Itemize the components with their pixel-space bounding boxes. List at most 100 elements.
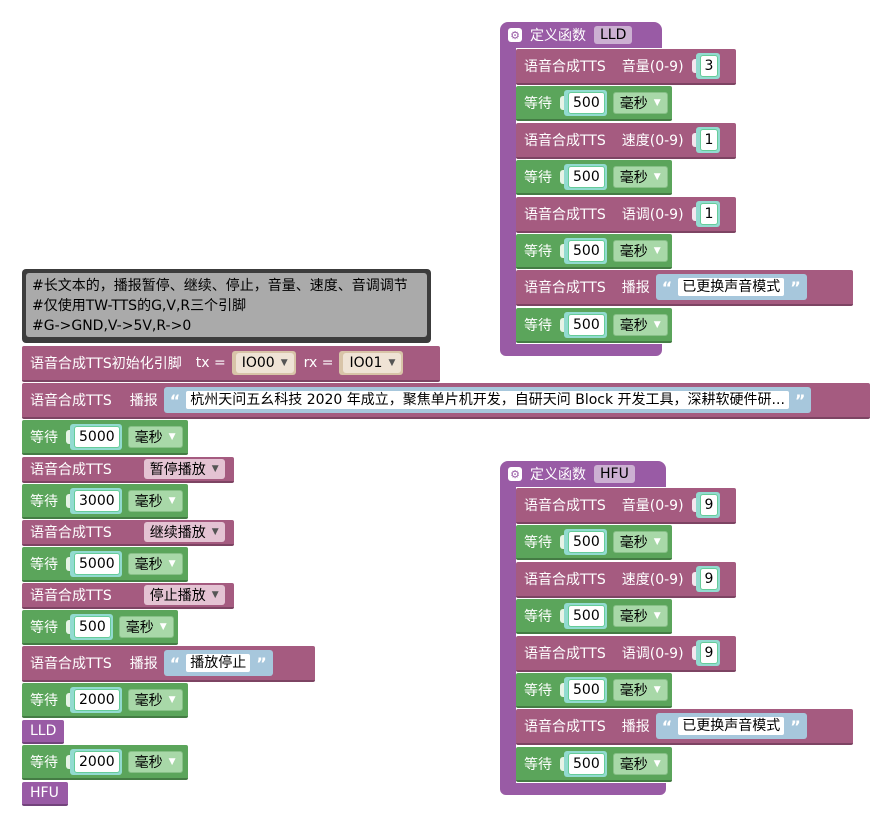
- tts-init-block[interactable]: 语音合成TTS初始化引脚 tx = IO00▼ rx = IO01▼: [22, 346, 440, 382]
- wait-block[interactable]: 等待 3000 毫秒▼: [22, 484, 188, 519]
- unit-dropdown[interactable]: 毫秒▼: [127, 489, 183, 512]
- wait-block[interactable]: 等待 5000 毫秒▼: [22, 420, 188, 455]
- text-input[interactable]: “ 已更换声音模式 ”: [655, 713, 807, 739]
- function-name-hfu[interactable]: HFU: [594, 465, 635, 483]
- wait-value-input[interactable]: 5000: [74, 552, 120, 575]
- call-lld-block[interactable]: LLD: [22, 720, 64, 744]
- tone-label: 语调(0-9): [621, 646, 684, 662]
- wait-block[interactable]: 等待 500 毫秒▼: [516, 747, 672, 782]
- tts-speed-block[interactable]: 语音合成TTS 速度(0-9) 9: [516, 562, 736, 598]
- tts-speak-block[interactable]: 语音合成TTS 播报 “ 已更换声音模式 ”: [516, 709, 853, 745]
- chevron-down-icon: ▼: [168, 495, 176, 506]
- function-footer: [500, 783, 666, 795]
- unit-dropdown[interactable]: 毫秒▼: [127, 688, 183, 711]
- action-dropdown[interactable]: 停止播放▼: [143, 585, 225, 605]
- tone-input[interactable]: 1: [699, 203, 719, 225]
- unit-dropdown[interactable]: 毫秒▼: [612, 91, 668, 114]
- tts-volume-block[interactable]: 语音合成TTS 音量(0-9) 9: [516, 488, 736, 524]
- wait-value-input[interactable]: 2000: [74, 688, 120, 711]
- wait-label: 等待: [524, 95, 552, 112]
- wait-value-input[interactable]: 500: [568, 91, 605, 114]
- wait-block[interactable]: 等待 500 毫秒▼: [516, 525, 672, 560]
- text-input[interactable]: “ 已更换声音模式 ”: [655, 274, 807, 300]
- wait-value-input[interactable]: 500: [568, 313, 605, 336]
- define-function-hfu[interactable]: ⚙ 定义函数 HFU: [500, 461, 666, 487]
- tts-tone-block[interactable]: 语音合成TTS 语调(0-9) 9: [516, 636, 736, 672]
- wait-value-input[interactable]: 500: [568, 604, 605, 627]
- define-label: 定义函数: [530, 467, 586, 483]
- wait-block[interactable]: 等待 500 毫秒▼: [22, 610, 178, 645]
- volume-input[interactable]: 9: [699, 494, 719, 516]
- wait-block[interactable]: 等待 2000 毫秒▼: [22, 745, 188, 780]
- unit-dropdown[interactable]: 毫秒▼: [612, 604, 668, 627]
- wait-value-input[interactable]: 500: [74, 615, 111, 638]
- tts-stop-block[interactable]: 语音合成TTS 停止播放▼: [22, 583, 234, 609]
- call-hfu-block[interactable]: HFU: [22, 782, 68, 806]
- speed-input[interactable]: 1: [699, 129, 719, 151]
- comment-text[interactable]: #长文本的，播报暂停、继续、停止，音量、速度、音调调节 #仅使用TW-TTS的G…: [26, 273, 427, 337]
- unit-dropdown[interactable]: 毫秒▼: [118, 615, 174, 638]
- wait-label: 等待: [30, 493, 58, 510]
- wait-value-input[interactable]: 500: [568, 678, 605, 701]
- unit-dropdown[interactable]: 毫秒▼: [612, 678, 668, 701]
- text-input[interactable]: “ 播放停止 ”: [163, 650, 273, 676]
- tts-resume-block[interactable]: 语音合成TTS 继续播放▼: [22, 520, 234, 546]
- rx-pin-dropdown[interactable]: IO01▼: [343, 353, 402, 373]
- tts-volume-block[interactable]: 语音合成TTS 音量(0-9) 3: [516, 49, 736, 85]
- chevron-down-icon: ▼: [211, 464, 219, 474]
- wait-label: 等待: [30, 556, 58, 573]
- tts-pause-block[interactable]: 语音合成TTS 暂停播放▼: [22, 457, 234, 483]
- wait-block[interactable]: 等待 500 毫秒▼: [516, 673, 672, 708]
- tts-speak-block[interactable]: 语音合成TTS 播报 “ 已更换声音模式 ”: [516, 270, 853, 306]
- wait-value-input[interactable]: 500: [568, 530, 605, 553]
- wait-value-input[interactable]: 3000: [74, 489, 120, 512]
- wait-block[interactable]: 等待 500 毫秒▼: [516, 308, 672, 343]
- define-function-lld[interactable]: ⚙ 定义函数 LLD: [500, 22, 662, 48]
- define-label: 定义函数: [530, 28, 586, 44]
- tts-speak-block[interactable]: 语音合成TTS 播报 “ 杭州天问五幺科技 2020 年成立，聚焦单片机开发，自…: [22, 383, 870, 419]
- wait-block[interactable]: 等待 500 毫秒▼: [516, 86, 672, 121]
- tts-tone-block[interactable]: 语音合成TTS 语调(0-9) 1: [516, 197, 736, 233]
- wait-block[interactable]: 等待 5000 毫秒▼: [22, 547, 188, 582]
- text-input[interactable]: “ 杭州天问五幺科技 2020 年成立，聚焦单片机开发，自研天问 Block 开…: [163, 387, 812, 413]
- quote-close-icon: ”: [790, 277, 801, 297]
- text-value[interactable]: 播放停止: [186, 654, 251, 672]
- action-dropdown[interactable]: 暂停播放▼: [143, 459, 225, 479]
- comment-block[interactable]: #长文本的，播报暂停、继续、停止，音量、速度、音调调节 #仅使用TW-TTS的G…: [22, 269, 431, 343]
- unit-dropdown[interactable]: 毫秒▼: [612, 165, 668, 188]
- volume-input[interactable]: 3: [699, 55, 719, 77]
- wait-value-input[interactable]: 500: [568, 752, 605, 775]
- tone-input[interactable]: 9: [699, 642, 719, 664]
- gear-icon[interactable]: ⚙: [508, 467, 522, 481]
- speak-label: 播报: [621, 280, 650, 296]
- gear-icon[interactable]: ⚙: [508, 28, 522, 42]
- unit-dropdown[interactable]: 毫秒▼: [127, 552, 183, 575]
- wait-block[interactable]: 等待 2000 毫秒▼: [22, 683, 188, 718]
- wait-value-input[interactable]: 5000: [74, 425, 120, 448]
- unit-dropdown[interactable]: 毫秒▼: [127, 425, 183, 448]
- unit-dropdown[interactable]: 毫秒▼: [612, 313, 668, 336]
- unit-dropdown[interactable]: 毫秒▼: [127, 750, 183, 773]
- tx-pin-dropdown[interactable]: IO00▼: [235, 353, 294, 373]
- wait-value-input[interactable]: 2000: [74, 750, 120, 773]
- chevron-down-icon: ▼: [653, 245, 661, 256]
- tts-speak-block[interactable]: 语音合成TTS 播报 “ 播放停止 ”: [22, 646, 315, 682]
- tts-speed-block[interactable]: 语音合成TTS 速度(0-9) 1: [516, 123, 736, 159]
- speed-input[interactable]: 9: [699, 568, 719, 590]
- action-dropdown[interactable]: 继续播放▼: [143, 522, 225, 542]
- wait-value-input[interactable]: 500: [568, 239, 605, 262]
- wait-value-input[interactable]: 500: [568, 165, 605, 188]
- unit-dropdown[interactable]: 毫秒▼: [612, 239, 668, 262]
- tts-init-label: 语音合成TTS初始化引脚: [30, 356, 182, 372]
- chevron-down-icon: ▼: [168, 431, 176, 442]
- wait-block[interactable]: 等待 500 毫秒▼: [516, 160, 672, 195]
- wait-block[interactable]: 等待 500 毫秒▼: [516, 234, 672, 269]
- text-value[interactable]: 已更换声音模式: [678, 278, 785, 296]
- unit-dropdown[interactable]: 毫秒▼: [612, 530, 668, 553]
- text-value[interactable]: 杭州天问五幺科技 2020 年成立，聚焦单片机开发，自研天问 Block 开发工…: [186, 391, 789, 409]
- unit-dropdown[interactable]: 毫秒▼: [612, 752, 668, 775]
- wait-label: 等待: [524, 608, 552, 625]
- function-name-lld[interactable]: LLD: [594, 26, 633, 44]
- wait-block[interactable]: 等待 500 毫秒▼: [516, 599, 672, 634]
- text-value[interactable]: 已更换声音模式: [678, 717, 785, 735]
